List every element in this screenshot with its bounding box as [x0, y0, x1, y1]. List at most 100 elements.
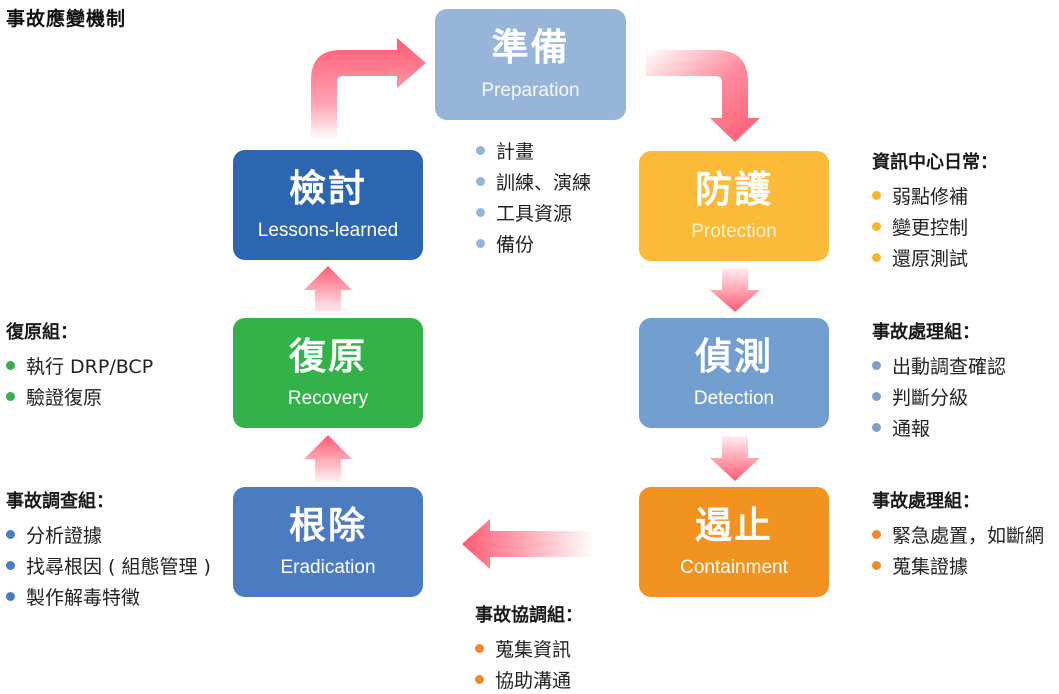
list-item-text: 蒐集證據	[892, 556, 969, 578]
note-eradication-list: 分析證據 找尋根因 ( 組態管理 ) 製作解毒特徵	[6, 521, 211, 614]
note-detection: 事故處理組： 出動調查確認 判斷分級 通報	[872, 318, 1006, 445]
note-recovery-heading: 復原組：	[6, 322, 78, 343]
list-item: 蒐集資訊	[475, 635, 583, 666]
list-item-text: 執行 DRP/BCP	[26, 356, 154, 378]
list-item-text: 備份	[496, 234, 535, 256]
stage-preparation: 準備 Preparation	[435, 9, 626, 120]
arrow-preparation-to-protection	[646, 50, 760, 142]
list-item: 變更控制	[872, 213, 998, 244]
bullet-dot-icon	[476, 146, 485, 155]
list-item: 找尋根因 ( 組態管理 )	[6, 552, 211, 583]
list-item: 驗證復原	[6, 383, 153, 414]
bullet-dot-icon	[6, 392, 15, 401]
bullet-dot-icon	[872, 561, 881, 570]
stage-detection: 偵測 Detection	[639, 318, 829, 428]
note-containment-list: 緊急處置，如斷網 蒐集證據	[872, 521, 1059, 583]
stage-containment: 遏止 Containment	[639, 487, 829, 597]
stage-protection-en: Protection	[691, 221, 777, 243]
page-title: 事故應變機制	[6, 8, 127, 30]
note-eradication-heading: 事故調查組：	[6, 491, 114, 512]
bullet-dot-icon	[872, 361, 881, 370]
bullet-dot-icon	[476, 239, 485, 248]
stage-containment-en: Containment	[680, 557, 788, 579]
stage-protection-zh: 防護	[695, 167, 773, 211]
list-item: 備份	[476, 230, 591, 261]
note-detection-list: 出動調查確認 判斷分級 通報	[872, 352, 1006, 445]
note-protection-heading: 資訊中心日常：	[872, 152, 998, 173]
stage-lessons-zh: 檢討	[289, 166, 367, 210]
stage-detection-en: Detection	[693, 388, 775, 410]
list-item: 蒐集證據	[872, 552, 1059, 583]
stage-lessons-learned: 檢討 Lessons-learned	[233, 150, 423, 260]
list-item-text: 弱點修補	[892, 186, 969, 208]
list-item: 判斷分級	[872, 383, 1006, 414]
stage-eradication-en: Eradication	[280, 557, 376, 579]
arrow-detection-to-containment	[710, 436, 760, 481]
arrow-lessons-to-preparation	[311, 38, 426, 140]
bullet-dot-icon	[476, 177, 485, 186]
list-item-text: 工具資源	[496, 203, 573, 225]
stage-recovery: 復原 Recovery	[233, 318, 423, 428]
note-coordination-heading: 事故協調組：	[475, 605, 583, 626]
bullet-dot-icon	[476, 208, 485, 217]
list-item-text: 訓練、演練	[496, 172, 592, 194]
list-item-text: 協助溝通	[495, 670, 572, 692]
list-item: 計畫	[476, 137, 591, 168]
bullet-dot-icon	[475, 644, 484, 653]
list-item: 還原測試	[872, 244, 998, 275]
arrow-containment-to-eradication	[462, 519, 594, 569]
list-item: 執行 DRP/BCP	[6, 352, 153, 383]
stage-preparation-zh: 準備	[491, 26, 570, 70]
list-item: 訓練、演練	[476, 168, 591, 199]
stage-recovery-en: Recovery	[287, 388, 369, 410]
note-eradication: 事故調查組： 分析證據 找尋根因 ( 組態管理 ) 製作解毒特徵	[6, 487, 211, 614]
stage-eradication: 根除 Eradication	[233, 487, 423, 597]
list-item-text: 驗證復原	[26, 387, 103, 409]
list-item: 分析證據	[6, 521, 211, 552]
note-detection-heading: 事故處理組：	[872, 322, 980, 343]
list-item-text: 分析證據	[26, 525, 103, 547]
bullet-dot-icon	[872, 191, 881, 200]
list-item-text: 計畫	[496, 141, 535, 163]
stage-protection: 防護 Protection	[639, 151, 829, 261]
list-item: 通報	[872, 414, 1006, 445]
note-containment: 事故處理組： 緊急處置，如斷網 蒐集證據	[872, 487, 1059, 583]
list-item-text: 蒐集資訊	[495, 639, 572, 661]
bullet-dot-icon	[872, 222, 881, 231]
list-item: 工具資源	[476, 199, 591, 230]
stage-detection-zh: 偵測	[695, 334, 773, 378]
note-recovery: 復原組： 執行 DRP/BCP 驗證復原	[6, 318, 153, 414]
arrow-recovery-to-lessons	[304, 266, 352, 312]
list-item-text: 變更控制	[892, 217, 969, 239]
bullet-dot-icon	[872, 423, 881, 432]
note-containment-heading: 事故處理組：	[872, 491, 980, 512]
note-protection: 資訊中心日常： 弱點修補 變更控制 還原測試	[872, 148, 998, 275]
bullet-dot-icon	[872, 392, 881, 401]
arrow-eradication-to-recovery	[304, 435, 352, 481]
stage-recovery-zh: 復原	[289, 334, 367, 378]
list-item: 弱點修補	[872, 182, 998, 213]
bullet-dot-icon	[6, 561, 15, 570]
list-item-text: 製作解毒特徵	[26, 587, 141, 609]
list-item: 緊急處置，如斷網	[872, 521, 1059, 552]
arrow-protection-to-detection	[710, 268, 760, 312]
list-item-text: 還原測試	[892, 248, 969, 270]
list-item-text: 出動調查確認	[892, 356, 1007, 378]
note-protection-list: 弱點修補 變更控制 還原測試	[872, 182, 998, 275]
bullet-dot-icon	[6, 530, 15, 539]
bullet-dot-icon	[6, 361, 15, 370]
bullet-dot-icon	[872, 253, 881, 262]
stage-lessons-en: Lessons-learned	[257, 220, 399, 242]
stage-containment-zh: 遏止	[695, 503, 773, 547]
list-item-text: 緊急處置，如斷網	[892, 525, 1045, 547]
note-coordination-list: 蒐集資訊 協助溝通	[475, 635, 583, 694]
list-item-text: 找尋根因 ( 組態管理 )	[26, 556, 211, 578]
stage-eradication-zh: 根除	[289, 503, 367, 547]
list-item-text: 判斷分級	[892, 387, 969, 409]
list-item: 製作解毒特徵	[6, 583, 211, 614]
list-item: 出動調查確認	[872, 352, 1006, 383]
stage-preparation-en: Preparation	[481, 79, 580, 101]
bullet-dot-icon	[872, 530, 881, 539]
bullet-dot-icon	[6, 592, 15, 601]
note-preparation-list: 計畫 訓練、演練 工具資源 備份	[476, 137, 591, 261]
